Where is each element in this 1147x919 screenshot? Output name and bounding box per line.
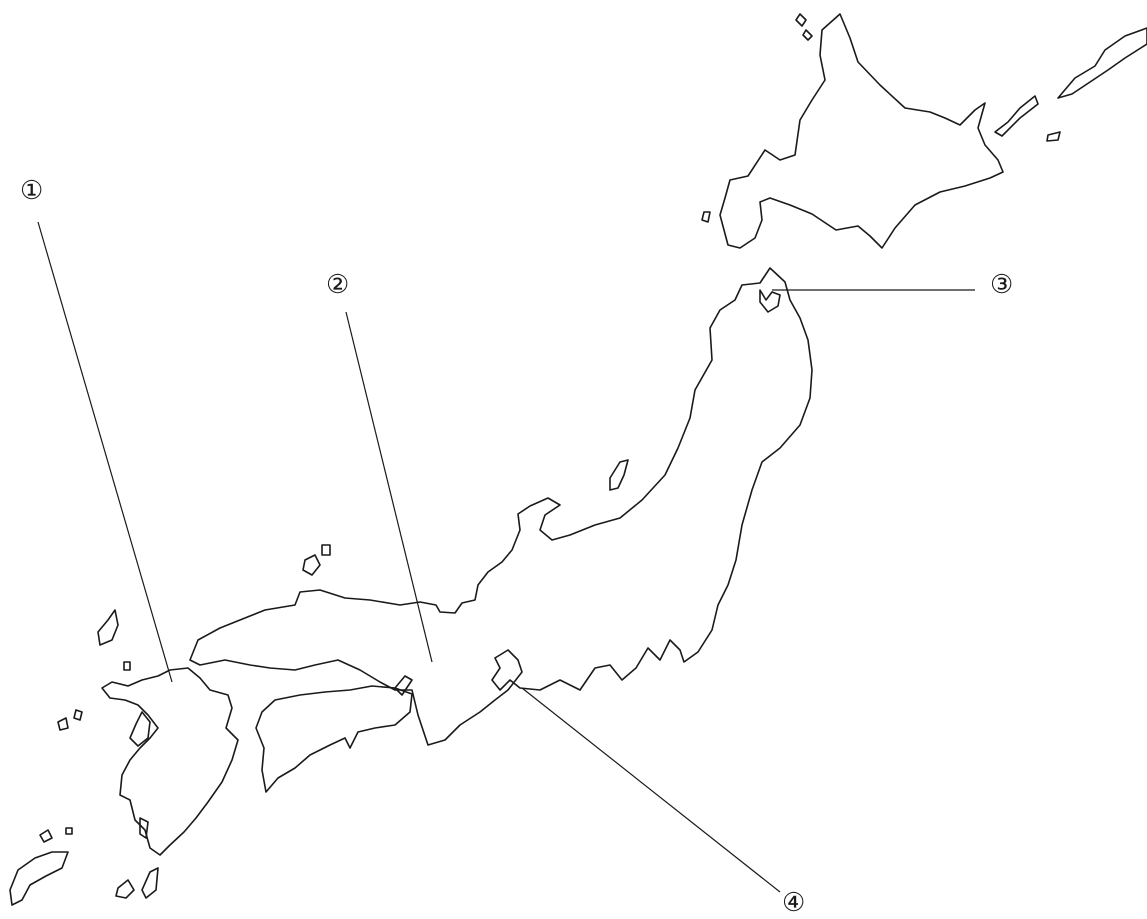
honshu-outline: [189, 267, 813, 746]
koshiki-islands: [39, 827, 73, 843]
awaji-island: [394, 675, 413, 696]
kyushu-outline: [101, 667, 239, 856]
iki-island: [123, 661, 131, 671]
marker-label-4: ④: [782, 888, 806, 918]
kunashiri-island: [994, 95, 1039, 137]
leader-line-1: [37, 221, 173, 683]
yakushima-island: [115, 879, 135, 899]
amakusa-islands: [9, 851, 69, 906]
tanegashima-island: [141, 867, 159, 899]
hokkaido-outline: [719, 13, 1004, 249]
okushiri-island: [701, 211, 711, 223]
ariake-sea: [129, 711, 151, 747]
tsushima-island: [97, 609, 119, 646]
leader-line-4: [521, 687, 781, 893]
shikoku-outline: [255, 685, 413, 793]
goto-islands: [57, 709, 83, 731]
rishiri-island: [795, 13, 807, 27]
leader-line-2: [345, 311, 433, 663]
kagoshima-bay: [139, 817, 149, 839]
etorofu-island: [1057, 27, 1147, 99]
sado-island: [609, 459, 629, 491]
marker-label-3: ③: [990, 270, 1014, 300]
mutsu-bay: [759, 289, 781, 313]
oki-islands: [302, 544, 331, 576]
marker-label-1: ①: [20, 176, 44, 206]
marker-label-2: ②: [326, 270, 350, 300]
rebun-island: [802, 29, 813, 41]
shikotan-island: [1046, 131, 1061, 142]
